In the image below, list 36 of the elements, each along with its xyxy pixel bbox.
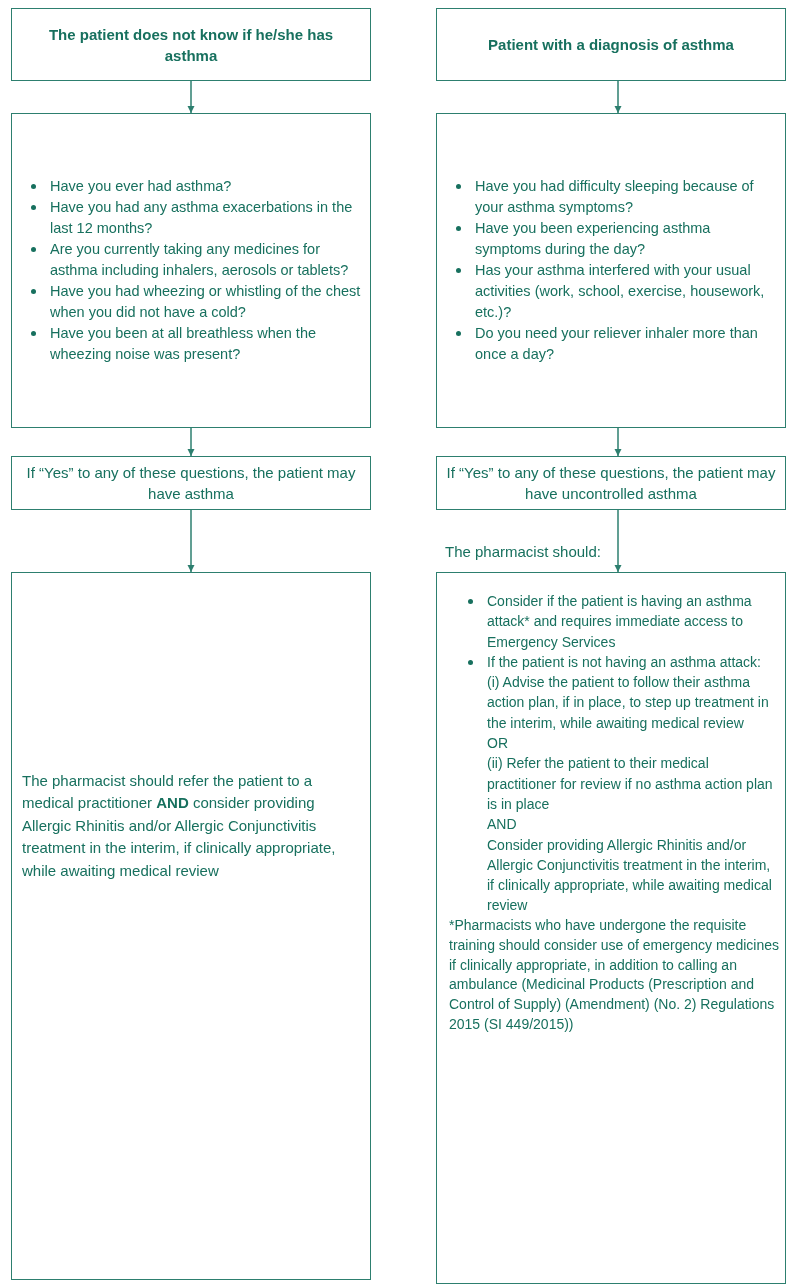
box-title: The patient does not know if he/she has asthma [47, 24, 335, 66]
process-box [11, 456, 371, 510]
sub-item: (i) Advise the patient to follow their asthma action plan, if in place, to step up treatment in the interim, while awaiting medical review [487, 674, 769, 731]
arrow [187, 80, 195, 114]
process-box [11, 8, 371, 81]
section-heading: The pharmacist should: [445, 543, 601, 560]
box-text: The pharmacist should refer the patient to a medical practitioner AND consider providing Allergic Rhinitis and/or Allergic Conjunctivitis treatment in the interim, if clinically appropriate, while awaiting medical review [22, 770, 337, 881]
footnote: *Pharmacists who have undergone the requisite training should consider use of emergency medicines if clinically appropriate, in addition to calling an ambulance (Medicinal Products (Prescription and Control of Supply) (Amendment) (No. 2) Regulations 2015 (SI 449/2015)) [449, 915, 779, 1035]
box-text: If “Yes” to any of these questions, the patient may have asthma [25, 463, 357, 504]
box-title: Patient with a diagnosis of asthma [487, 35, 735, 55]
bullet-item: Have you had wheezing or whistling of the chest when you did not have a cold? [50, 283, 361, 320]
process-box [436, 113, 786, 428]
bullet-item: Consider if the patient is having an asthma attack* and requires immediate access to Emergency Services [487, 593, 752, 650]
bullet-item: Have you been experiencing asthma symptoms during the day? [475, 219, 711, 257]
process-box [11, 113, 371, 428]
bullet-item: Have you ever had asthma? [50, 177, 232, 194]
sub-item: Consider providing Allergic Rhinitis and/or Allergic Conjunctivitis treatment in the interim, if clinically appropriate, while awaiting medical review [487, 836, 772, 914]
sub-item: (ii) Refer the patient to their medical practitioner for review if no asthma action plan is in place [487, 755, 773, 812]
arrow [614, 80, 622, 114]
process-box [11, 572, 371, 1280]
arrow [614, 427, 622, 457]
process-box [436, 456, 786, 510]
bullet-item: Have you had any asthma exacerbations in the last 12 months? [50, 198, 353, 236]
bullet-item: Has your asthma interfered with your usual activities (work, school, exercise, housework, etc.)? [475, 262, 765, 320]
bullet-item: Have you had difficulty sleeping because of your asthma symptoms? [475, 177, 754, 215]
bullet-item: Are you currently taking any medicines for asthma including inhalers, aerosols or tablets? [50, 240, 349, 278]
sub-item: AND [487, 816, 517, 833]
sub-item: OR [487, 735, 508, 752]
bullet-item: Have you been at all breathless when the wheezing noise was present? [50, 325, 316, 363]
arrow [187, 509, 195, 573]
process-box [436, 8, 786, 81]
box-text: If “Yes” to any of these questions, the patient may have uncontrolled asthma [445, 463, 777, 504]
arrow [187, 427, 195, 457]
bullet-item: Do you need your reliever inhaler more than once a day? [475, 325, 758, 363]
arrow [614, 509, 622, 573]
bullet-item: If the patient is not having an asthma attack: [487, 653, 761, 670]
